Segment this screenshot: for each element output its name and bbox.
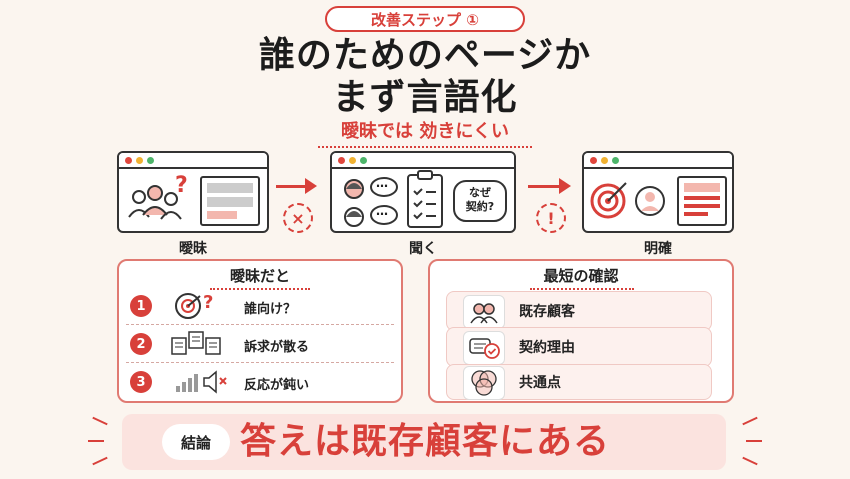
bubble-dots-1: … <box>376 176 388 190</box>
browser-window-ambiguous: ? <box>117 151 269 233</box>
emphasis-ray <box>742 416 758 426</box>
check-item-text-2: 契約理由 <box>519 340 575 356</box>
step2-label: 聞く <box>409 241 437 257</box>
target-person-icon <box>590 176 727 226</box>
question-mark: ? <box>175 173 188 198</box>
exclamation-mark-icon: ! <box>536 203 566 233</box>
emphasis-ray <box>92 416 108 426</box>
check-item-text-3: 共通点 <box>519 375 561 391</box>
people-question-icon <box>128 176 260 226</box>
item-number-2: 2 <box>130 333 152 355</box>
window-titlebar <box>119 153 267 169</box>
why-contract-bubble: なぜ 契約? <box>465 186 495 213</box>
emphasis-ray <box>746 440 762 442</box>
item-number-1: 1 <box>130 295 152 317</box>
emphasis-ray <box>742 456 758 466</box>
page-title-line1: 誰のためのページか <box>258 35 592 76</box>
step-badge: 改善ステップ ① <box>325 6 525 32</box>
item-text-3: 反応が鈍い <box>244 378 310 393</box>
check-item-text-1: 既存顧客 <box>519 304 575 320</box>
step3-label: 明確 <box>644 241 672 257</box>
arrow-1-icon <box>305 178 317 194</box>
quick-check-panel-title: 最短の確認 <box>543 267 619 285</box>
question-mark-small: ? <box>203 292 214 313</box>
panel-title-underline <box>210 288 310 290</box>
low-signal-speaker-icon <box>176 370 227 394</box>
browser-window-ask: … … なぜ 契約? <box>330 151 516 233</box>
arrow-2-icon <box>559 178 571 194</box>
subtitle-underline <box>318 146 532 148</box>
conclusion-text: 答えは既存顧客にある <box>240 421 611 462</box>
item-number-3: 3 <box>130 371 152 393</box>
chat-check-icon <box>463 331 505 365</box>
target-question-icon <box>175 293 201 319</box>
row-divider <box>126 362 394 363</box>
venn-diagram-icon <box>463 366 505 400</box>
interview-icon <box>344 170 507 228</box>
panel-title-underline <box>530 288 634 290</box>
browser-window-clear <box>582 151 734 233</box>
row-divider <box>126 324 394 325</box>
check-item-common-points: 共通点 <box>446 364 712 400</box>
check-item-existing-customers: 既存顧客 <box>446 291 712 331</box>
item-text-1: 誰向け？ <box>244 302 297 317</box>
ambiguous-panel <box>117 259 403 403</box>
scattered-documents-icon <box>171 331 221 355</box>
step1-label: 曖昧 <box>179 241 207 257</box>
emphasis-ray <box>88 440 104 442</box>
emphasis-ray <box>92 456 108 466</box>
customers-icon <box>463 295 505 329</box>
window-titlebar <box>584 153 732 169</box>
window-titlebar <box>332 153 514 169</box>
arrow-1-line <box>276 185 306 188</box>
subtitle: 曖昧では 効きにくい <box>341 121 509 142</box>
check-item-contract-reason: 契約理由 <box>446 327 712 367</box>
x-mark-icon: × <box>283 203 313 233</box>
ambiguous-panel-title: 曖昧だと <box>229 267 290 285</box>
arrow-2-line <box>528 185 560 188</box>
item-text-2: 訴求が散る <box>244 340 310 355</box>
conclusion-tag: 結論 <box>162 424 230 460</box>
page-title-line2: まず言語化 <box>332 77 518 118</box>
bubble-dots-2: … <box>376 204 388 218</box>
